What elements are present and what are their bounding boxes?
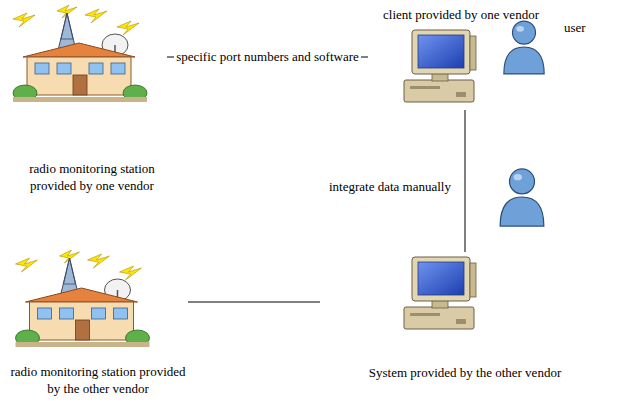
computer-icon: [400, 28, 480, 108]
node-caption: System provided by the other vendor: [320, 364, 610, 382]
system-node: System provided by the other vendor: [320, 252, 610, 382]
person-icon: [496, 165, 548, 229]
person-icon: [500, 18, 548, 76]
computer-icon: [400, 255, 480, 335]
person-label: user: [562, 20, 588, 36]
node-caption: radio monitoring station provided by the…: [8, 363, 188, 398]
node-caption: client provided by one vendor: [368, 6, 554, 24]
station-node: radio monitoring station provided by the…: [8, 248, 188, 398]
station-icon: [5, 250, 160, 350]
connector-line: [465, 110, 466, 252]
node-caption: radio monitoring station provided by one…: [17, 160, 167, 195]
edge-label: integrate data manually: [327, 179, 453, 195]
connector-line: [188, 302, 320, 303]
edge-label: specific port numbers and software: [174, 49, 361, 65]
client-node: client provided by one vendor: [368, 6, 554, 110]
station-node: radio monitoring station provided by one…: [17, 5, 167, 195]
station-icon: [5, 5, 155, 105]
